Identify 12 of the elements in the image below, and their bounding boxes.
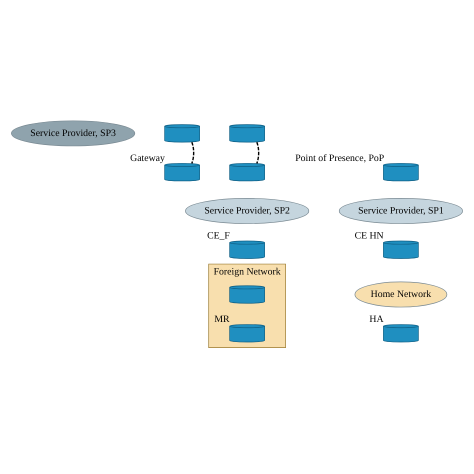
node-label: CE HN: [354, 230, 384, 242]
connector: [256, 142, 260, 164]
node-label: Gateway: [130, 152, 165, 164]
node-label: MR: [214, 314, 230, 325]
node-label: HA: [369, 314, 384, 325]
node-ellipse: Home Network: [354, 282, 448, 308]
node-ellipse: Service Provider, SP3: [11, 120, 136, 146]
node-label: CE_F: [207, 230, 230, 242]
node-ellipse: Service Provider, SP2: [185, 198, 310, 224]
node-label: Point of Presence, PoP: [295, 152, 384, 164]
connector: [191, 142, 194, 164]
node-ellipse: Service Provider, SP1: [338, 198, 463, 224]
